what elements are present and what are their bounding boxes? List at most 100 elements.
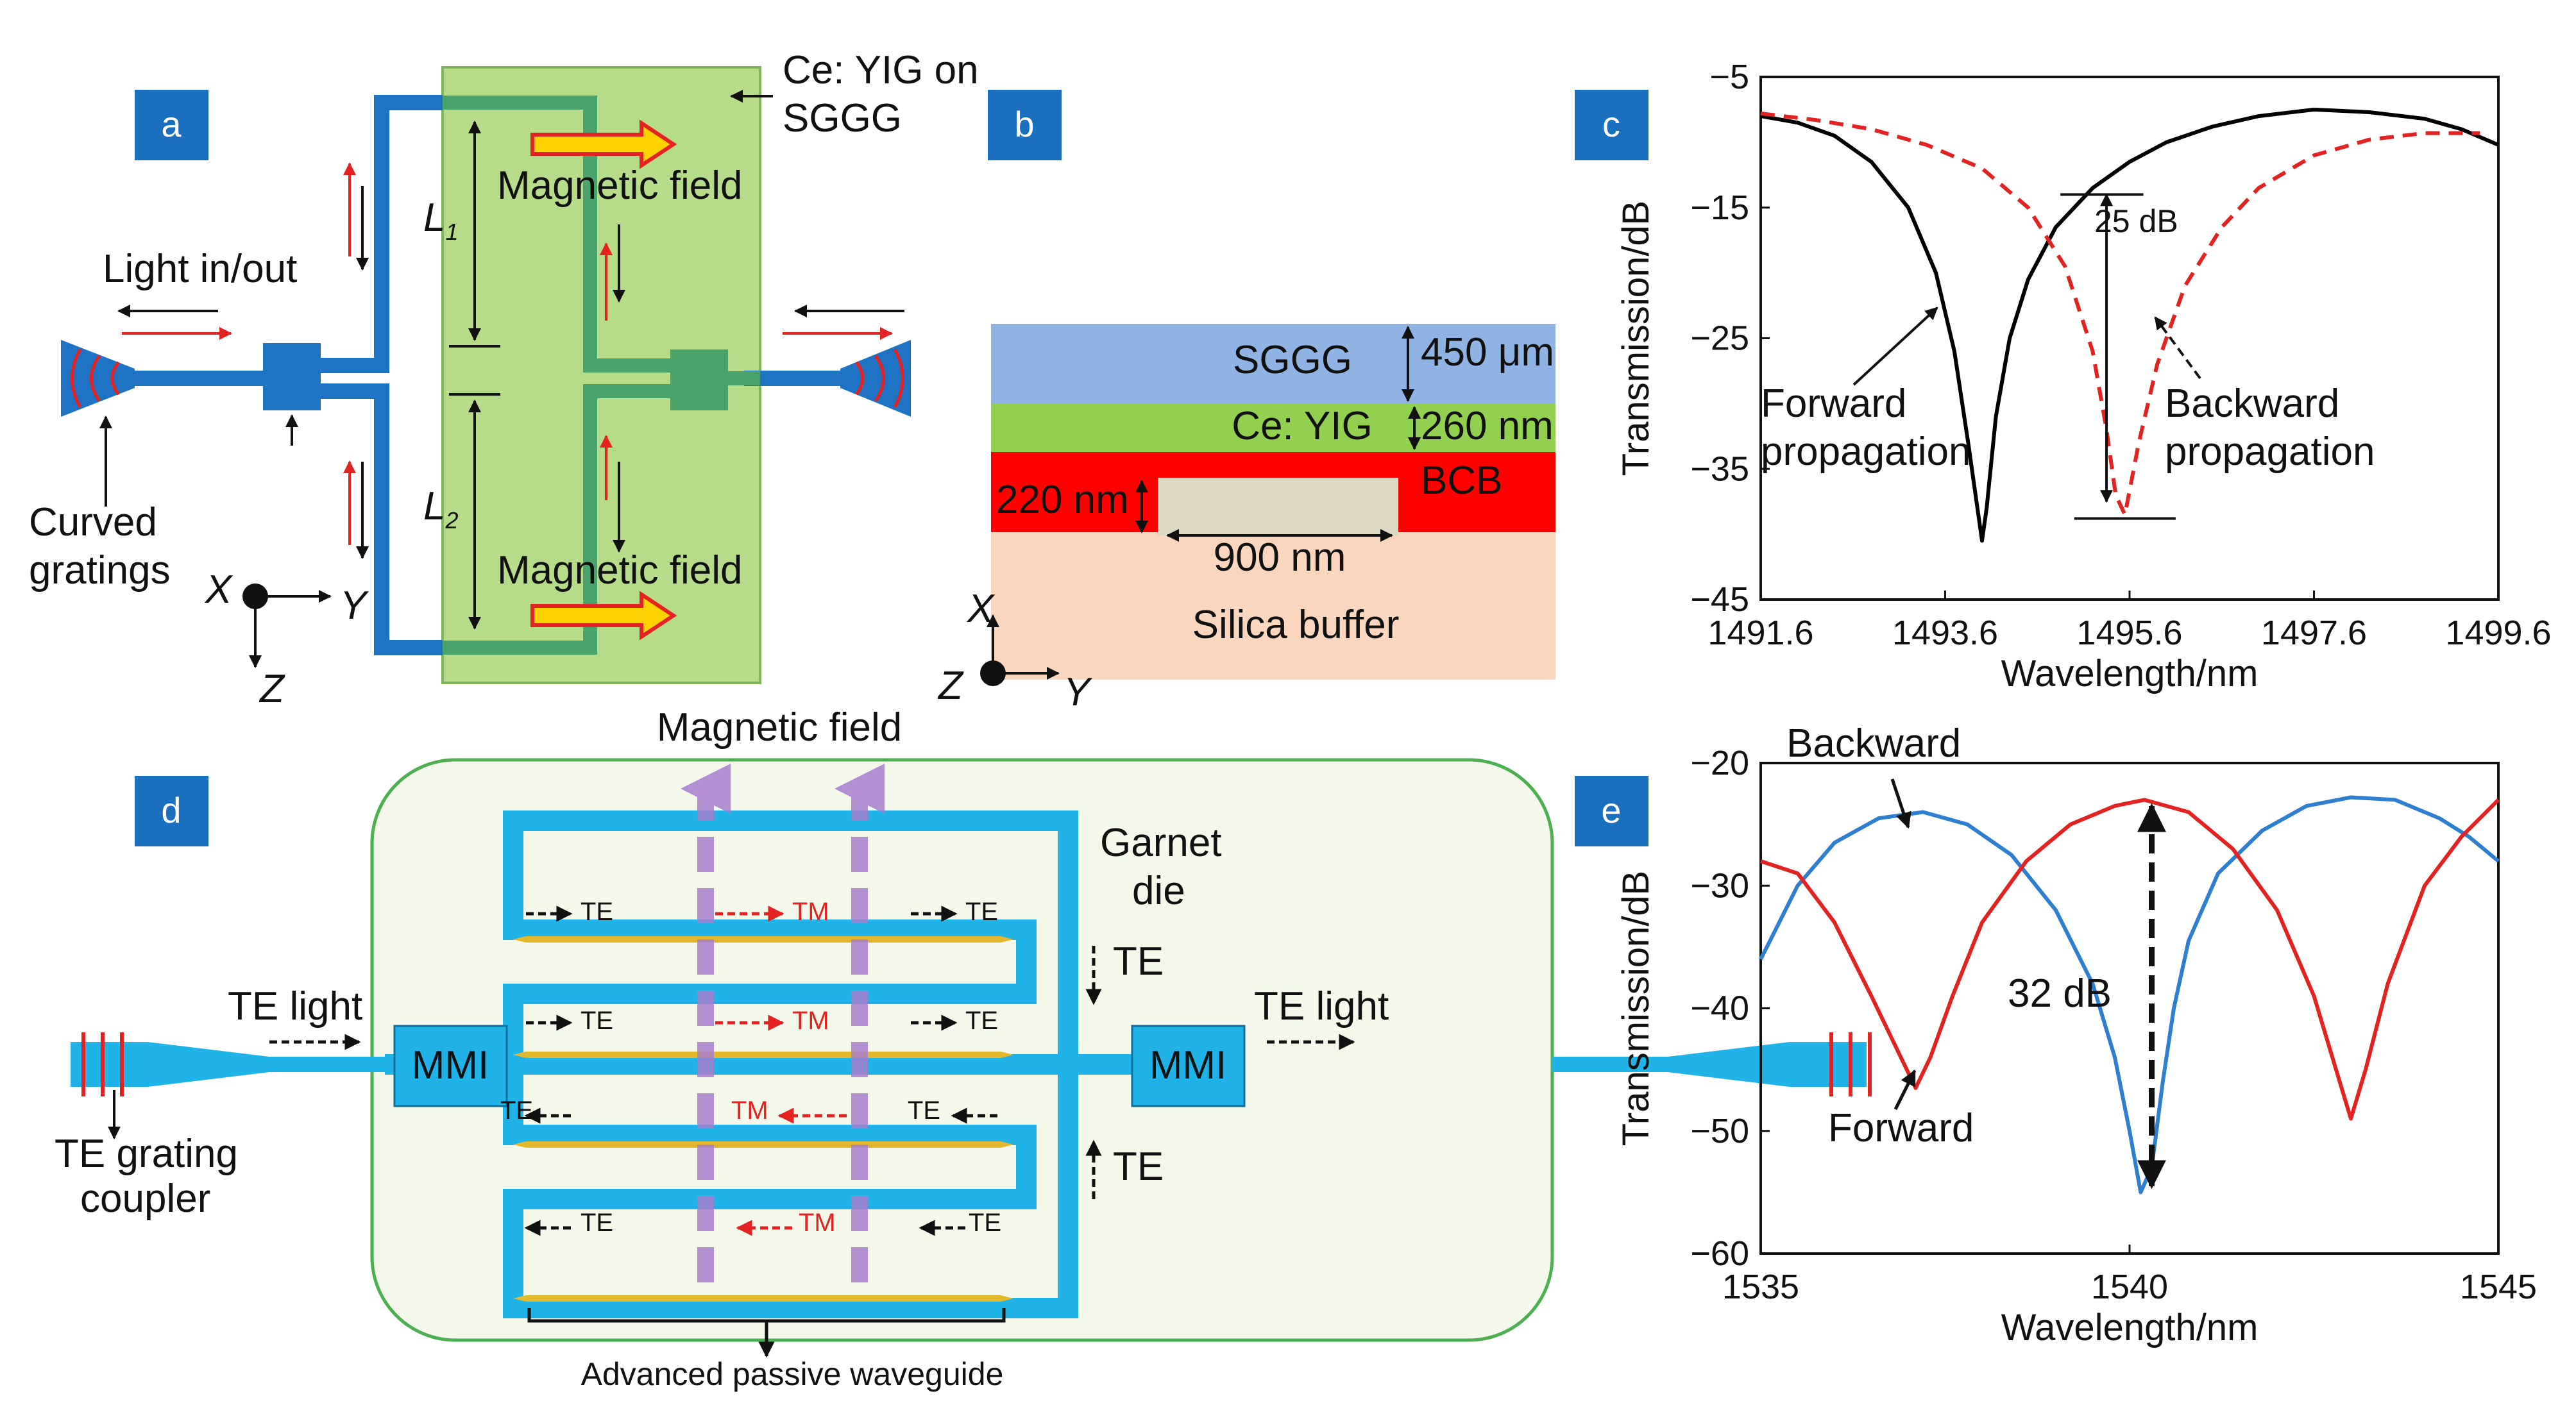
svg-text:TM: TM [799, 1209, 836, 1237]
taper-right [1552, 1042, 1867, 1087]
chart-e-ytick-label-3: −50 [1690, 1112, 1749, 1150]
chart-c-xtick-label-0: 1491.6 [1707, 614, 1813, 652]
curved-label-line1: Curved [29, 500, 157, 544]
y-splitter-left [263, 343, 321, 410]
annotation-32db: 32 dB [2008, 971, 2112, 1016]
panel-a-tag [135, 90, 208, 160]
chart-c-xtick-label-3: 1497.6 [2261, 614, 2367, 652]
panel-d-tag [135, 776, 208, 846]
svg-text:TE: TE [969, 1209, 1001, 1237]
te-light-left-label: TE light [228, 984, 362, 1029]
panel-b-tag [988, 90, 1062, 160]
te-grating-label-line2: coupler [80, 1177, 210, 1221]
axis-a-z: Z [258, 667, 285, 711]
panel-a: a [29, 48, 979, 711]
chart-c-xlabel: Wavelength/nm [2001, 653, 2258, 694]
axis-a-y: Y [340, 584, 369, 628]
serpentine-waveguides [503, 810, 1078, 1318]
chart-e-ytick-label-4: −60 [1690, 1234, 1749, 1273]
advanced-label: Advanced passive waveguide [581, 1356, 1004, 1392]
dims-b [1135, 326, 1421, 542]
sggg-thickness: 450 μm [1421, 330, 1554, 374]
layer-silica [991, 532, 1555, 680]
chart-e-ytick-label-1: −30 [1690, 866, 1749, 905]
svg-text:TE: TE [580, 1209, 613, 1237]
magnetic-field-d-label: Magnetic field [657, 705, 902, 750]
light-in-out-label: Light in/out [103, 247, 297, 291]
chart-c-series-backward [1760, 112, 2480, 517]
chart-e-ylabel: Transmission/dB [1615, 871, 1657, 1146]
mmi-right-label: MMI [1149, 1043, 1227, 1087]
chart-e-xlabel: Wavelength/nm [2001, 1307, 2258, 1348]
axes-a [242, 584, 332, 668]
forward-e-label: Forward [1828, 1106, 1974, 1150]
svg-text:TM: TM [792, 898, 829, 926]
e-forward-pointer [1894, 1069, 1917, 1111]
svg-text:TE: TE [908, 1096, 940, 1125]
te-grating-label-line1: TE grating [55, 1132, 238, 1176]
magnet-lines-d [681, 764, 885, 1282]
mmi-left-label: MMI [412, 1043, 489, 1087]
mode-arrows [269, 905, 1355, 1236]
panel-b: b SGGG 450 μm Ce: YIG 260 nm BCB 220 nm … [937, 90, 1555, 714]
chart-e-xtick-label-2: 1545 [2460, 1268, 2537, 1306]
panel-d: d Magnetic field Garnet die MMI MMI [55, 705, 1872, 1392]
panel-e-tag [1575, 776, 1648, 846]
width-900-label: 900 nm [1214, 535, 1346, 580]
axis-b-x: X [966, 587, 996, 631]
blue-waveguides [128, 95, 853, 655]
backward-label-line1: Backward [2165, 382, 2339, 426]
taper-left [71, 1042, 391, 1087]
advanced-bracket [527, 1308, 1006, 1358]
svg-text:TE: TE [965, 898, 998, 926]
chart-c-ytick-label-0: −5 [1709, 58, 1749, 96]
panel-c-tag [1575, 90, 1648, 160]
c-backward-pointer [2154, 316, 2201, 380]
forward-label-line1: Forward [1761, 382, 1906, 426]
chart-c-xtick-label-1: 1493.6 [1892, 614, 1998, 652]
prop-arrows-a [99, 162, 904, 559]
svg-text:TE: TE [500, 1096, 533, 1125]
magnet-arrow-bottom [530, 591, 677, 641]
panel-a-tag-label: a [161, 104, 182, 144]
chart-c-xtick-label-2: 1495.6 [2076, 614, 2182, 652]
chart-c-ytick-label-4: −45 [1690, 580, 1749, 619]
axis-b-y: Y [1063, 670, 1093, 714]
l2-label: L2 [423, 484, 459, 533]
svg-text:TE: TE [1113, 939, 1164, 984]
silica-label: Silica buffer [1192, 603, 1400, 647]
panel-d-tag-label: d [161, 790, 181, 830]
chart-c-xtick-label-4: 1499.6 [2445, 614, 2551, 652]
l-dimensions [449, 121, 500, 630]
chart-c-ytick-label-3: −35 [1690, 449, 1749, 488]
grating-lines-d [81, 1032, 1872, 1096]
sggg-label: SGGG [1233, 338, 1352, 382]
svg-text:TM: TM [792, 1007, 829, 1035]
mode-labels: TE TM TE TE TM TE TE TM TE TE TM TE TE T… [500, 898, 1164, 1237]
layer-ceyig [991, 404, 1555, 452]
svg-text:TE: TE [1113, 1145, 1164, 1189]
grating-right [840, 340, 911, 417]
garnet-label-line2: die [1132, 869, 1185, 913]
axes-b [980, 614, 1060, 686]
bcb-label: BCB [1421, 458, 1502, 503]
svg-text:TE: TE [580, 898, 613, 926]
film-label-line1: Ce: YIG on [783, 48, 979, 92]
e-backward-pointer [1890, 778, 1911, 829]
chart-c: 1491.6 1493.6 1495.6 1497.6 1499.6 −5 −15 −25 −3… [1615, 58, 2552, 694]
l1-label: L1 [423, 196, 459, 245]
chart-c-series-forward [1760, 107, 2500, 543]
y-combiner-right [670, 349, 728, 410]
grating-arcs-right [854, 348, 904, 408]
c-forward-pointer [1852, 306, 1938, 386]
chart-e-frame [1759, 762, 2500, 1255]
height-220-label: 220 nm [996, 478, 1129, 522]
passive-sections [513, 936, 1013, 1302]
chart-c-ytick-label-2: −25 [1690, 319, 1749, 358]
chart-e-ytick-label-0: −20 [1690, 744, 1749, 782]
chart-c-ytick-label-1: −15 [1690, 189, 1749, 227]
annotation-25db: 25 dB [2094, 203, 2178, 239]
